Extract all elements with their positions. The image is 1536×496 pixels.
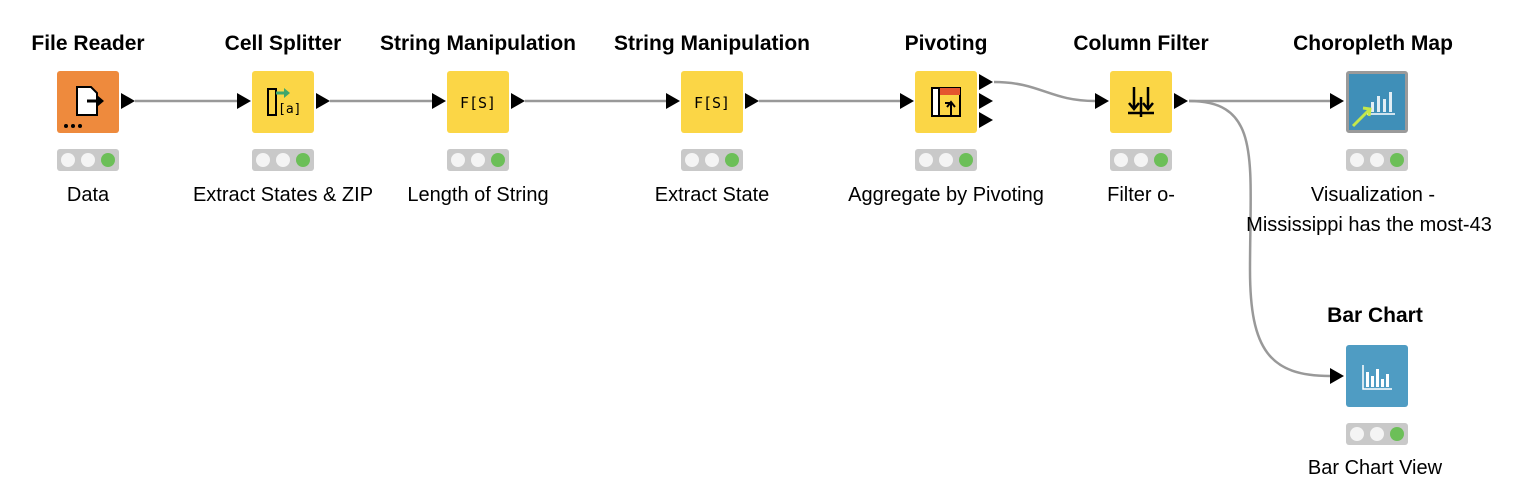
icon-glyph: F[S]	[694, 94, 730, 112]
status-indicator	[915, 149, 977, 171]
input-port[interactable]	[1095, 93, 1109, 109]
string-manipulation-icon: F[S]	[460, 94, 496, 112]
output-port[interactable]	[121, 93, 135, 109]
input-port[interactable]	[432, 93, 446, 109]
status-indicator	[681, 149, 743, 171]
column-filter-icon	[1128, 87, 1154, 117]
input-port[interactable]	[1330, 368, 1344, 384]
node-label-choropleth-line1: Visualization -	[1310, 184, 1436, 206]
input-port[interactable]	[237, 93, 251, 109]
connection-column-filter-to-bar-chart[interactable]	[1188, 99, 1331, 378]
status-indicator	[1346, 149, 1408, 171]
node-title-cell-splitter: Cell Splitter	[224, 32, 342, 55]
node-label-bar-chart: Bar Chart View	[1307, 457, 1443, 479]
output-port-3[interactable]	[979, 112, 993, 128]
node-label-cell-splitter: Extract States & ZIP	[192, 184, 374, 206]
output-port-2[interactable]	[979, 93, 993, 109]
node-label-string-manip-2: Extract State	[654, 184, 770, 206]
node-column-filter[interactable]	[1110, 71, 1172, 133]
status-indicator	[447, 149, 509, 171]
svg-text:[a]: [a]	[278, 102, 301, 117]
pivoting-icon	[931, 87, 961, 117]
node-cell-splitter[interactable]: [a]	[252, 71, 314, 133]
node-label-choropleth-line2: Mississippi has the most-43	[1246, 214, 1492, 236]
status-indicator	[57, 149, 119, 171]
node-choropleth-map[interactable]	[1346, 71, 1408, 133]
input-port[interactable]	[900, 93, 914, 109]
node-bar-chart[interactable]	[1346, 345, 1408, 407]
status-indicator	[252, 149, 314, 171]
input-port[interactable]	[1330, 93, 1344, 109]
bar-chart-icon	[1362, 365, 1392, 390]
node-string-manip-1[interactable]: F[S]	[447, 71, 509, 133]
icon-glyph: F[S]	[460, 94, 496, 112]
status-indicator	[1346, 423, 1408, 445]
node-title-pivoting: Pivoting	[904, 32, 988, 55]
node-title-choropleth-map: Choropleth Map	[1293, 32, 1453, 55]
output-port[interactable]	[745, 93, 759, 109]
node-title-file-reader: File Reader	[31, 32, 145, 55]
output-port[interactable]	[511, 93, 525, 109]
node-string-manip-2[interactable]: F[S]	[681, 71, 743, 133]
input-port[interactable]	[666, 93, 680, 109]
status-indicator	[1110, 149, 1172, 171]
node-label-string-manip-1: Length of String	[407, 184, 549, 206]
cell-splitter-icon: [a]	[267, 88, 301, 117]
output-port-1[interactable]	[979, 74, 993, 90]
node-pivoting[interactable]	[915, 71, 977, 133]
connection-pivoting-to-column-filter[interactable]	[993, 80, 1096, 103]
string-manipulation-icon: F[S]	[694, 94, 730, 112]
file-reader-icon	[64, 86, 104, 128]
output-port[interactable]	[1174, 93, 1188, 109]
node-label-column-filter: Filter o-	[1107, 184, 1175, 206]
node-title-bar-chart: Bar Chart	[1327, 304, 1423, 327]
node-title-column-filter: Column Filter	[1073, 32, 1209, 55]
node-label-file-reader: Data	[66, 184, 110, 206]
node-title-string-manip-1: String Manipulation	[380, 32, 576, 55]
node-file-reader[interactable]	[57, 71, 119, 133]
output-port[interactable]	[316, 93, 330, 109]
choropleth-map-icon	[1351, 92, 1395, 128]
node-title-string-manip-2: String Manipulation	[614, 32, 810, 55]
node-label-pivoting: Aggregate by Pivoting	[848, 184, 1044, 206]
